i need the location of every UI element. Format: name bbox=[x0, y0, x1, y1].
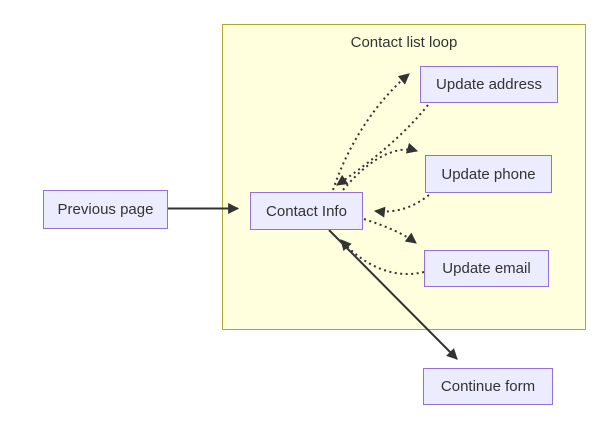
subgraph-title: Contact list loop bbox=[350, 34, 458, 51]
node-continue-form-label: Continue form bbox=[440, 378, 536, 395]
node-update-phone: Update phone bbox=[425, 155, 552, 193]
node-update-email-label: Update email bbox=[442, 260, 531, 277]
node-update-email: Update email bbox=[424, 250, 549, 287]
node-continue-form: Continue form bbox=[423, 368, 553, 405]
node-update-phone-label: Update phone bbox=[441, 165, 536, 183]
node-update-address-label: Update address bbox=[436, 76, 542, 93]
node-previous-page-label: Previous page bbox=[57, 201, 154, 218]
node-update-address: Update address bbox=[420, 66, 558, 103]
node-contact-info-label: Contact Info bbox=[266, 202, 347, 220]
node-contact-info: Contact Info bbox=[250, 192, 363, 230]
node-previous-page: Previous page bbox=[43, 190, 168, 229]
